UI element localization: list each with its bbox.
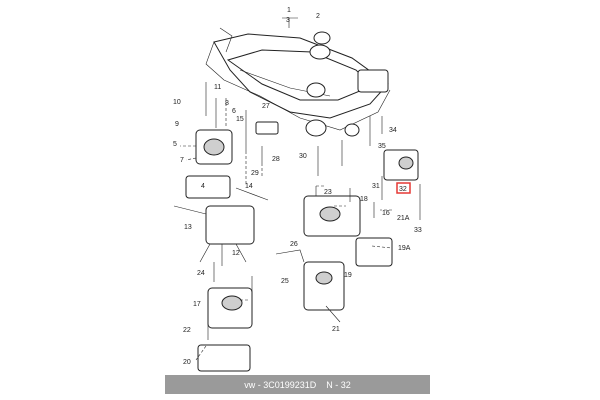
callout-11: 11 (214, 84, 221, 91)
callout-16: 16 (382, 210, 390, 217)
callout-21: 21 (332, 326, 340, 333)
callout-35: 35 (378, 143, 386, 150)
callout-19a: 19A (398, 245, 411, 252)
bolt-drawings (173, 82, 421, 340)
callout-21a: 21A (397, 215, 410, 222)
callout-25: 25 (281, 278, 289, 285)
callout-26: 26 (290, 241, 298, 248)
callout-29: 29 (251, 170, 259, 177)
callout-14: 14 (245, 183, 253, 190)
callout-8: 8 (225, 100, 229, 107)
callout-6: 6 (232, 108, 236, 115)
callout-2: 2 (316, 13, 320, 20)
callout-4: 4 (201, 183, 205, 190)
callout-9: 9 (175, 121, 179, 128)
callout-27: 27 (262, 103, 270, 110)
callout-1: 1 (287, 7, 291, 14)
callout-34: 34 (389, 127, 397, 134)
callout-3: 3 (286, 17, 290, 24)
callout-32: 32 (399, 186, 407, 193)
callout-7: 7 (180, 157, 184, 164)
subframe-drawing (205, 27, 391, 137)
callout-32-highlight[interactable] (396, 182, 411, 194)
callout-30: 30 (299, 153, 307, 160)
callout-19: 19 (344, 272, 352, 279)
callout-28: 28 (272, 156, 280, 163)
callout-18: 18 (360, 196, 368, 203)
callout-10: 10 (173, 99, 181, 106)
callout-22: 22 (183, 327, 191, 334)
right-mount-drawing (275, 149, 419, 311)
callout-31: 31 (372, 183, 380, 190)
callout-24: 24 (197, 270, 205, 277)
callout-17: 17 (193, 301, 201, 308)
left-mount-drawing (185, 121, 279, 372)
callout-15: 15 (236, 116, 244, 123)
position-label: N - 32 (326, 379, 351, 390)
part-number-footer: vw - 3C0199231D N - 32 (165, 375, 430, 394)
callout-20: 20 (183, 359, 191, 366)
callout-23: 23 (324, 189, 332, 196)
callout-13: 13 (184, 224, 192, 231)
callout-12: 12 (232, 250, 240, 257)
callout-labels: 1 2 3 4 5 6 7 8 9 10 11 12 13 14 15 16 1… (173, 7, 422, 366)
part-number-label: vw - 3C0199231D (244, 379, 317, 390)
callout-5: 5 (173, 141, 177, 148)
callout-33: 33 (414, 227, 422, 234)
